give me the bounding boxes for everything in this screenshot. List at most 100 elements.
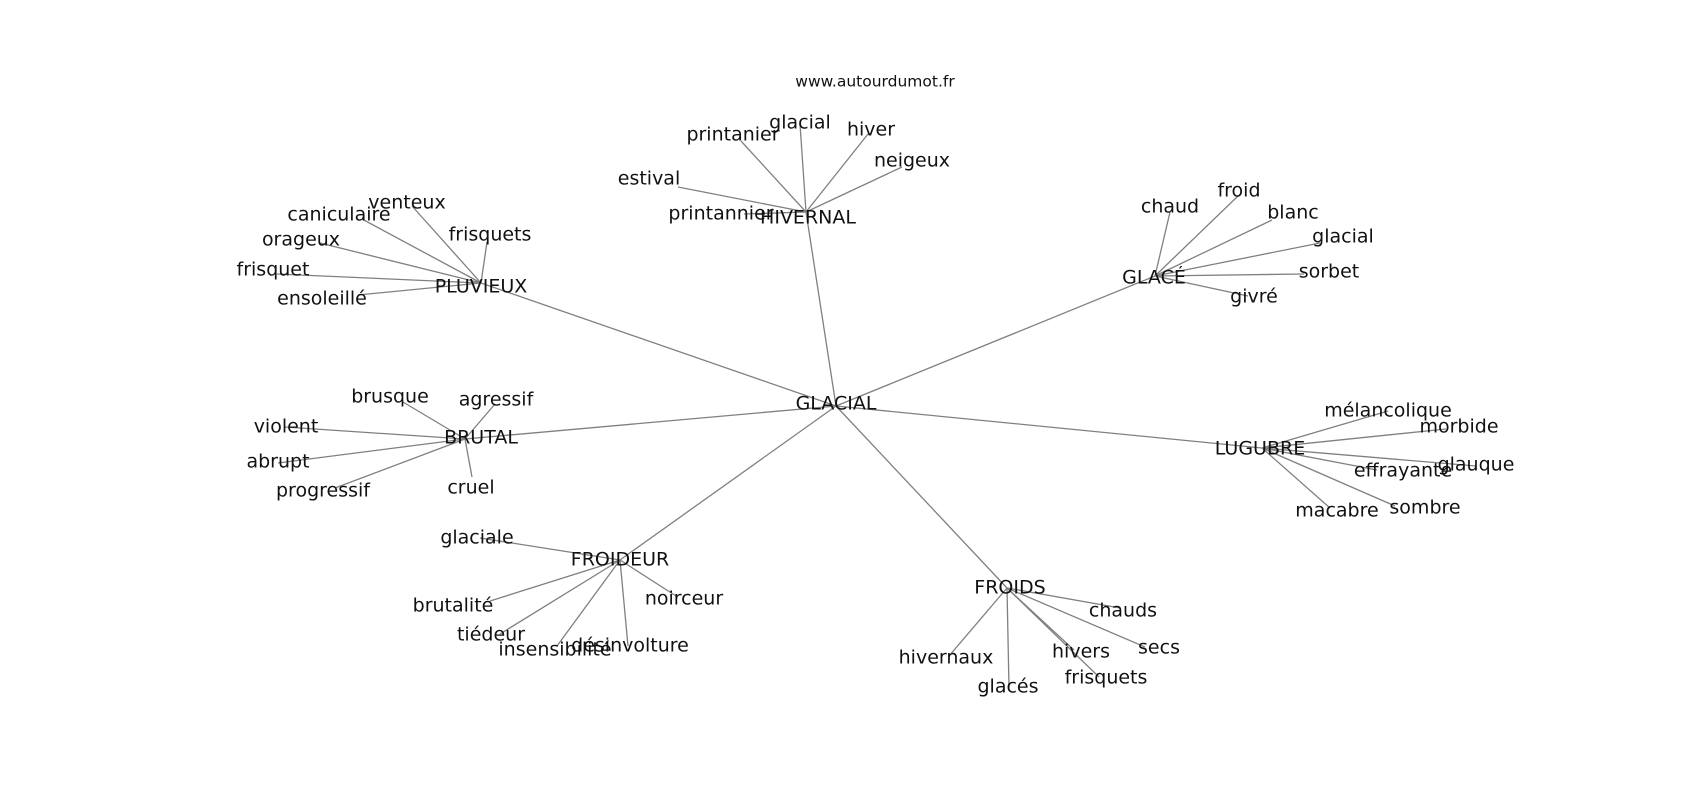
leaf-edge xyxy=(1006,587,1010,689)
leaf-word[interactable]: estival xyxy=(618,168,680,190)
site-credit[interactable]: www.autourdumot.fr xyxy=(795,73,955,91)
leaf-edge xyxy=(1261,447,1378,471)
leaf-word[interactable]: frisquet xyxy=(237,259,310,281)
leaf-edge xyxy=(1261,428,1447,449)
leaf-word[interactable]: venteux xyxy=(368,192,445,214)
root-edge xyxy=(835,405,1263,449)
hub-word[interactable]: PLUVIEUX xyxy=(435,276,528,298)
leaf-word[interactable]: secs xyxy=(1138,637,1180,659)
leaf-edge xyxy=(1154,273,1305,277)
leaf-word[interactable]: ensoleillé xyxy=(277,288,367,310)
root-edge xyxy=(619,405,837,561)
leaf-edge xyxy=(1261,410,1389,449)
leaf-word[interactable]: effrayante xyxy=(1354,460,1452,482)
leaf-word[interactable]: violent xyxy=(254,416,319,438)
leaf-word[interactable]: froid xyxy=(1217,180,1260,202)
leaf-word[interactable]: glauque xyxy=(1438,454,1515,476)
leaf-edge xyxy=(1261,447,1477,467)
root-word[interactable]: GLACIAL xyxy=(796,393,877,415)
leaf-edge xyxy=(1006,587,1121,609)
leaf-word[interactable]: frisquets xyxy=(1065,667,1148,689)
leaf-word[interactable]: morbide xyxy=(1419,416,1498,438)
leaf-word[interactable]: chaud xyxy=(1141,196,1199,218)
leaf-edge xyxy=(277,438,466,464)
leaf-word[interactable]: hivers xyxy=(1052,641,1110,663)
leaf-edge xyxy=(402,401,466,440)
leaf-edge xyxy=(464,403,496,440)
leaf-edge xyxy=(357,282,482,296)
leaf-edge xyxy=(1261,447,1396,507)
hub-word[interactable]: GLACÉ xyxy=(1122,266,1186,289)
leaf-edge xyxy=(480,241,488,284)
leaf-edge xyxy=(1006,587,1146,648)
leaf-edge xyxy=(1261,447,1331,509)
leaf-word[interactable]: tiédeur xyxy=(457,624,525,646)
leaf-edge xyxy=(464,438,473,478)
leaf-word[interactable]: givré xyxy=(1230,286,1278,308)
root-edge xyxy=(805,211,837,407)
leaf-word[interactable]: cruel xyxy=(447,477,494,499)
hub-word[interactable]: FROIDS xyxy=(974,577,1045,599)
leaf-word[interactable]: brusque xyxy=(351,386,429,408)
leaf-edge xyxy=(805,166,903,213)
leaf-word[interactable]: glacial xyxy=(769,112,831,134)
leaf-edge xyxy=(948,587,1008,657)
leaf-word[interactable]: insensibilité xyxy=(498,639,611,661)
leaf-word[interactable]: glaciale xyxy=(440,527,513,549)
root-edge xyxy=(480,282,837,407)
leaf-word[interactable]: caniculaire xyxy=(287,204,390,226)
leaf-word[interactable]: glacés xyxy=(977,676,1038,698)
leaf-word[interactable]: hiver xyxy=(847,119,895,141)
leaf-edge xyxy=(334,438,466,489)
leaf-edge xyxy=(740,140,807,213)
leaf-edge xyxy=(1154,275,1249,297)
leaf-edge xyxy=(1154,195,1239,277)
leaf-edge xyxy=(411,205,482,284)
leaf-edge xyxy=(805,133,869,213)
leaf-word[interactable]: hivernaux xyxy=(899,647,994,669)
leaf-edge xyxy=(619,559,677,597)
leaf-word[interactable]: mélancolique xyxy=(1324,400,1452,422)
root-edge xyxy=(835,275,1156,407)
leaf-edge xyxy=(1154,242,1321,277)
leaf-edge xyxy=(284,426,466,440)
leaf-word[interactable]: neigeux xyxy=(874,150,950,172)
leaf-word[interactable]: frisquets xyxy=(449,224,532,246)
leaf-edge xyxy=(799,123,807,213)
leaf-word[interactable]: sombre xyxy=(1389,497,1460,519)
leaf-word[interactable]: agressif xyxy=(459,389,535,411)
root-edge xyxy=(835,405,1008,589)
leaf-word[interactable]: chauds xyxy=(1089,600,1157,622)
leaf-edge xyxy=(276,273,482,284)
hub-word[interactable]: BRUTAL xyxy=(444,427,518,449)
leaf-edge xyxy=(619,559,629,647)
leaf-word[interactable]: glacial xyxy=(1312,226,1374,248)
graph-labels: www.autourdumot.fr GLACIALHIVERNALprinta… xyxy=(237,73,1515,698)
leaf-edge xyxy=(479,537,621,561)
leaf-word[interactable]: progressif xyxy=(276,480,371,502)
leaf-word[interactable]: printannier xyxy=(668,203,773,225)
leaf-edge xyxy=(1006,587,1100,678)
leaf-word[interactable]: sorbet xyxy=(1299,261,1360,283)
graph-edges xyxy=(276,123,1477,689)
leaf-word[interactable]: noirceur xyxy=(645,588,724,610)
leaf-edge xyxy=(361,218,482,284)
leaf-edge xyxy=(556,559,621,647)
hub-word[interactable]: FROIDEUR xyxy=(571,549,669,571)
leaf-edge xyxy=(499,559,621,635)
root-edge xyxy=(464,405,837,440)
leaf-word[interactable]: abrupt xyxy=(246,451,309,473)
leaf-word[interactable]: blanc xyxy=(1267,202,1318,224)
leaf-edge xyxy=(743,211,807,215)
leaf-edge xyxy=(1154,211,1171,277)
leaf-word[interactable]: printanier xyxy=(686,124,779,146)
hub-word[interactable]: HIVERNAL xyxy=(760,207,856,229)
leaf-word[interactable]: macabre xyxy=(1295,500,1378,522)
leaf-edge xyxy=(319,242,482,284)
leaf-edge xyxy=(1154,219,1273,277)
leaf-word[interactable]: désinvolture xyxy=(571,635,689,657)
leaf-word[interactable]: orageux xyxy=(262,229,340,251)
hub-word[interactable]: LUGUBRE xyxy=(1215,438,1305,460)
leaf-word[interactable]: brutalité xyxy=(413,595,494,617)
